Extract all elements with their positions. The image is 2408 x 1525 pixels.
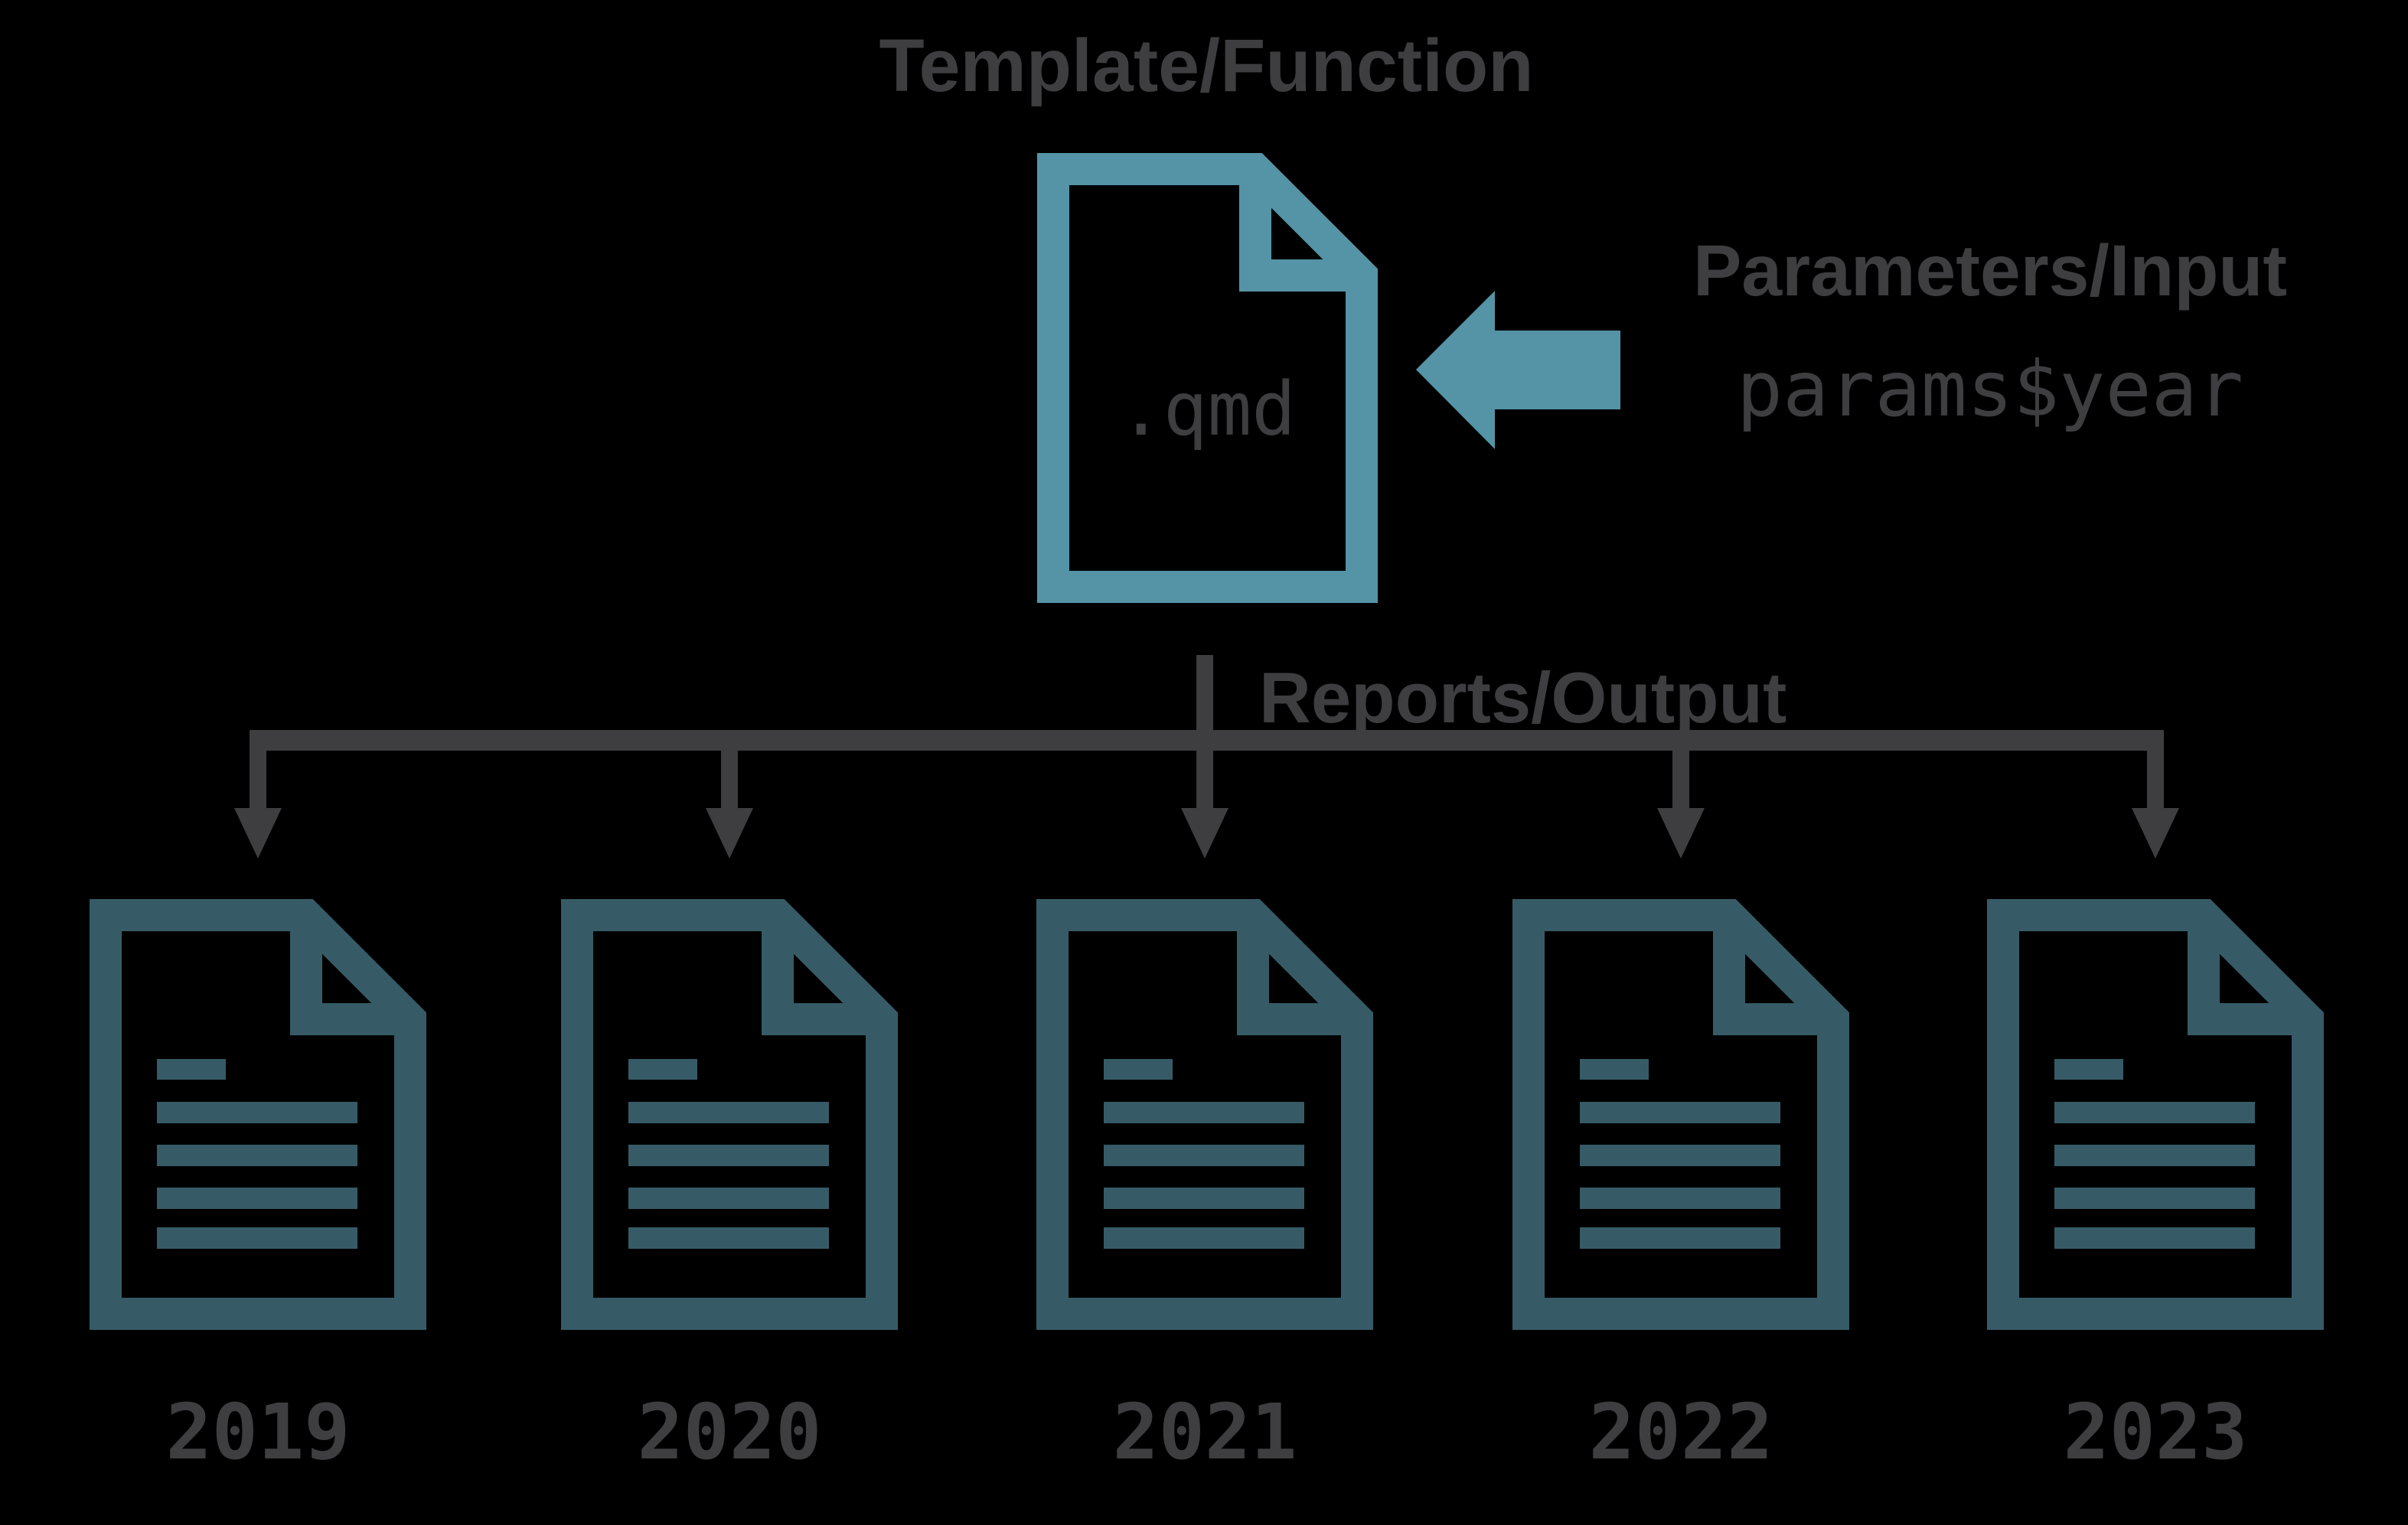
qmd-file-label: .qmd xyxy=(1118,367,1297,452)
report-document-icon xyxy=(90,899,426,1330)
report-document-icon xyxy=(561,899,898,1330)
report-year-label: 2019 xyxy=(165,1387,351,1477)
report-document-icon xyxy=(1987,899,2324,1330)
reports-output-label: Reports/Output xyxy=(1259,657,1787,738)
arrowhead-down-icon xyxy=(706,808,753,859)
page-title: Template/Function xyxy=(879,24,1534,107)
arrowhead-down-icon xyxy=(1181,808,1228,859)
report-document: 2020 xyxy=(561,899,898,1477)
parameters-code-text: params$year xyxy=(1736,344,2244,434)
report-document: 2019 xyxy=(90,899,426,1477)
document-text-lines xyxy=(2054,1059,2255,1249)
report-year-label: 2022 xyxy=(1588,1387,1773,1477)
report-document-icon xyxy=(1512,899,1849,1330)
report-document-icon xyxy=(1036,899,1373,1330)
stub-line xyxy=(1196,655,1213,739)
parameters-input-label: Parameters/Input xyxy=(1692,230,2288,311)
report-document: 2023 xyxy=(1987,899,2324,1477)
arrowhead-down-icon xyxy=(234,808,282,859)
report-year-label: 2021 xyxy=(1112,1387,1297,1477)
report-year-label: 2020 xyxy=(637,1387,822,1477)
parameters-input-arrow-icon xyxy=(1416,291,1620,449)
report-document: 2022 xyxy=(1512,899,1849,1477)
document-text-lines xyxy=(157,1059,357,1249)
arrowhead-down-icon xyxy=(2132,808,2179,859)
document-text-lines xyxy=(1580,1059,1780,1249)
document-text-lines xyxy=(628,1059,829,1249)
qmd-template-document-icon xyxy=(1037,153,1378,603)
document-text-lines xyxy=(1104,1059,1304,1249)
report-document: 2021 xyxy=(1036,899,1373,1477)
report-year-label: 2023 xyxy=(2063,1387,2248,1477)
arrowhead-down-icon xyxy=(1657,808,1705,859)
